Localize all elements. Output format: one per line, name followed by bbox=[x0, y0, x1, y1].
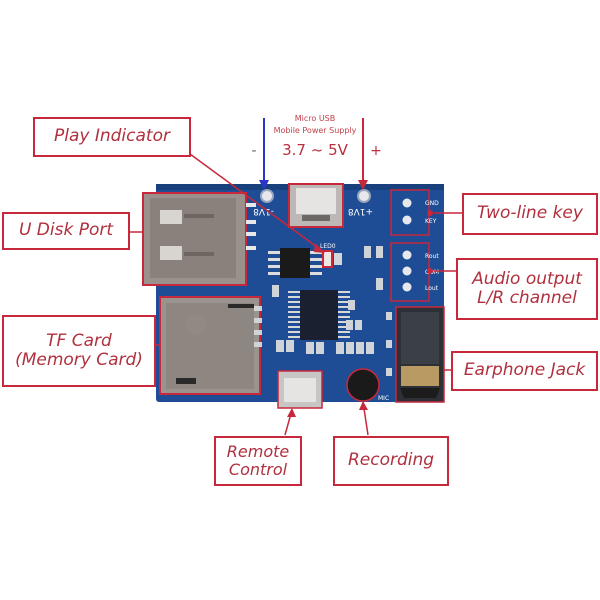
play-indicator-label: Play Indicator bbox=[33, 117, 191, 157]
tf-card-slot bbox=[159, 296, 261, 395]
lout-silk: Lout bbox=[425, 285, 439, 292]
power-minus: - bbox=[251, 143, 257, 159]
play-indicator-text: Play Indicator bbox=[54, 126, 170, 147]
power-voltage: 3.7 ~ 5V bbox=[282, 141, 348, 159]
led-arrowhead-icon bbox=[314, 243, 325, 253]
rout-silk: Rout bbox=[425, 253, 439, 260]
remote-arrowhead-icon bbox=[287, 408, 296, 417]
audio-output-text: Audio output bbox=[472, 268, 582, 289]
power-plus: + bbox=[370, 143, 382, 159]
remote-control-label: Remote Control bbox=[214, 436, 302, 486]
micro-usb-connector bbox=[288, 183, 344, 228]
bat-minus-silk: -1V8 bbox=[253, 206, 274, 216]
two-line-key-text: Two-line key bbox=[477, 203, 583, 224]
positive-arrowhead-icon bbox=[358, 180, 368, 190]
usb-a-port bbox=[142, 192, 256, 286]
recording-text: Recording bbox=[347, 450, 435, 471]
key-silk: KEY bbox=[425, 218, 437, 225]
amp-chip bbox=[268, 248, 322, 278]
power-title-line1: Micro USB bbox=[294, 114, 336, 123]
earphone-jack-text: Earphone Jack bbox=[463, 360, 586, 381]
key-connector-dot-icon bbox=[427, 210, 433, 216]
bat-plus-pad bbox=[357, 189, 371, 203]
leader-lines bbox=[128, 153, 462, 436]
bat-minus-pad bbox=[260, 189, 274, 203]
u-disk-port-text: U Disk Port bbox=[18, 220, 114, 241]
two-line-key-label: Two-line key bbox=[462, 193, 598, 235]
tf-card-label: TF Card (Memory Card) bbox=[2, 315, 156, 387]
remote-control-receiver bbox=[277, 370, 323, 409]
remote-text: Remote bbox=[226, 442, 290, 462]
recording-label: Recording bbox=[333, 436, 449, 486]
led-silk: LED0 bbox=[320, 243, 336, 250]
u-disk-port-label: U Disk Port bbox=[2, 212, 130, 250]
bat-plus-silk: +1V8 bbox=[348, 206, 373, 216]
mic-silk: MIC bbox=[378, 395, 389, 402]
earphone-jack-label: Earphone Jack bbox=[451, 351, 598, 391]
gnd-silk: GND bbox=[425, 200, 439, 207]
earphone-jack bbox=[395, 306, 445, 403]
lr-channel-text: L/R channel bbox=[477, 288, 577, 308]
mic-arrowhead-icon bbox=[359, 401, 368, 410]
audio-connector-dot-icon bbox=[427, 268, 433, 274]
smd-components bbox=[254, 246, 392, 376]
microphone: MIC bbox=[346, 368, 389, 402]
main-chip bbox=[288, 290, 350, 340]
negative-arrowhead-icon bbox=[259, 180, 269, 190]
audio-output-label: Audio output L/R channel bbox=[456, 258, 598, 320]
power-title-line2: Mobile Power Supply bbox=[273, 126, 357, 135]
control-text: Control bbox=[228, 460, 288, 479]
memory-card-text: (Memory Card) bbox=[15, 350, 143, 370]
tf-card-text: TF Card bbox=[46, 330, 112, 351]
play-indicator-led: LED0 bbox=[320, 243, 342, 268]
